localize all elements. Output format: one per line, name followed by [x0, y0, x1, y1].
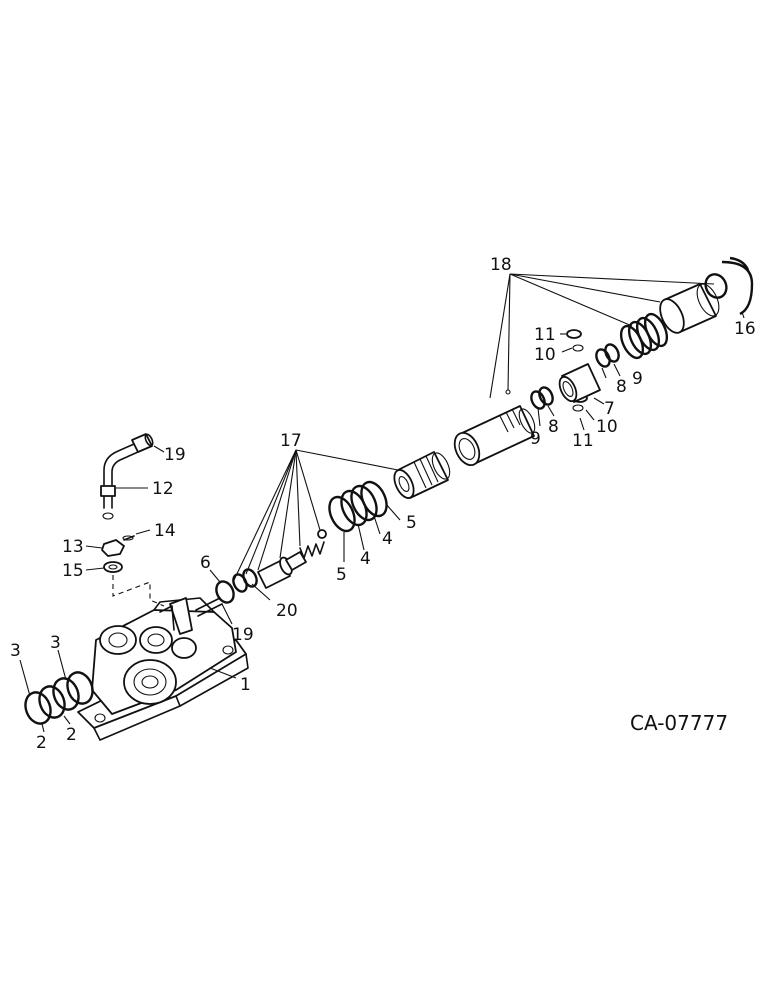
callout-9a: 9 [530, 429, 541, 449]
callout-5b: 5 [406, 513, 417, 533]
callout-13: 13 [62, 537, 84, 557]
spool-assembly [195, 529, 327, 617]
callout-4b: 4 [382, 529, 393, 549]
callout-19a: 19 [164, 445, 186, 465]
callout-18: 18 [490, 255, 512, 275]
callout-8a: 8 [548, 417, 559, 437]
callout-5a: 5 [336, 565, 347, 585]
callout-11a: 11 [534, 325, 556, 345]
callout-3a: 3 [10, 641, 21, 661]
bushing-7 [558, 363, 601, 403]
callout-15: 15 [62, 561, 84, 581]
callout-16: 16 [734, 319, 756, 339]
drawing-code: CA-07777 [630, 711, 728, 735]
callout-17: 17 [280, 431, 302, 451]
callout-2a: 2 [36, 733, 47, 753]
sleeve-housing [453, 405, 536, 466]
callout-3b: 3 [50, 633, 61, 653]
callout-20: 20 [276, 601, 298, 621]
front-seal-rings [24, 671, 94, 725]
callout-12: 12 [152, 479, 174, 499]
callout-1: 1 [240, 675, 251, 695]
callout-10a: 10 [534, 345, 556, 365]
piston [393, 451, 451, 499]
callout-8b: 8 [616, 377, 627, 397]
callout-10b: 10 [596, 417, 618, 437]
spring-pack [619, 312, 669, 360]
valve-body [77, 597, 249, 741]
seal-rings-4-5 [328, 480, 388, 533]
callout-11b: 11 [572, 431, 594, 451]
leader-lines [19, 273, 745, 733]
callout-6: 6 [200, 553, 211, 573]
callout-labels: 1 2 2 3 3 4 4 5 5 6 7 8 8 9 9 10 10 11 1… [10, 255, 756, 753]
callout-7: 7 [604, 399, 615, 419]
callout-14: 14 [154, 521, 176, 541]
callout-2b: 2 [66, 725, 77, 745]
callout-4a: 4 [360, 549, 371, 569]
callout-9b: 9 [632, 369, 643, 389]
callout-19b: 19 [232, 625, 254, 645]
small-seals [505, 329, 620, 412]
end-cap [659, 256, 754, 334]
fitting-assembly [100, 433, 165, 607]
